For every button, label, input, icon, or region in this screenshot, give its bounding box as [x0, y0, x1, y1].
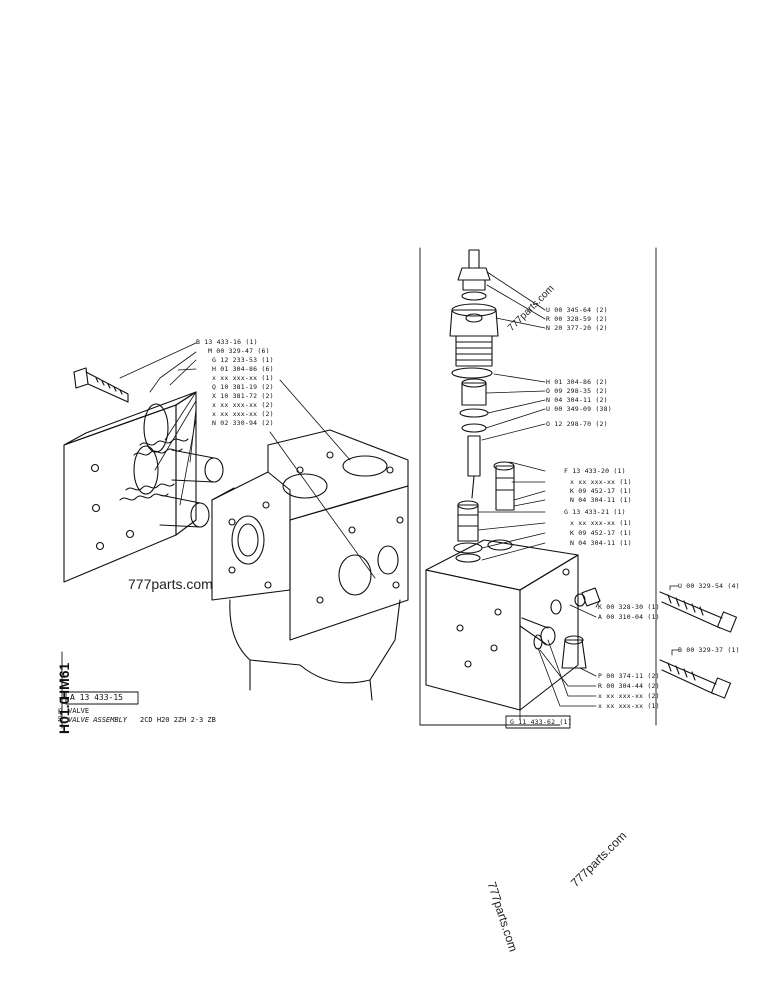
part-number: A 13 433-15	[70, 693, 123, 702]
callout-label: U 00 345-64 (2)	[546, 306, 608, 314]
callout-label: H 01 304-86 (2)	[546, 378, 608, 386]
callout-label: N 04 304-11 (1)	[570, 496, 632, 504]
callout-label: A 00 310-04 (1)	[598, 613, 660, 621]
callout-label: M 00 329-47 (6)	[208, 347, 270, 355]
callout-label: K 09 452-17 (1)	[570, 529, 632, 537]
callout-label: B 13 433-16 (1)	[196, 338, 258, 346]
callout-label: O 12 298-70 (2)	[546, 420, 608, 428]
callout-label: N 02 330-94 (2)	[212, 419, 274, 427]
callout-label: N 04 304-11 (2)	[546, 396, 608, 404]
drawing-title: VALVE	[68, 707, 90, 715]
bolt-left	[73, 367, 129, 403]
callout-label: K 09 452-17 (1)	[570, 487, 632, 495]
bottom-box-label: G 11 433-62 (1)	[510, 718, 572, 726]
callout-label: F 13 433-20 (1)	[564, 467, 626, 475]
callout-label: K 00 328-30 (1)	[598, 603, 660, 611]
callout-label: x xx xxx-xx (1)	[212, 374, 274, 382]
callout-label: N 04 304-11 (1)	[570, 539, 632, 547]
title-block-frame	[61, 651, 571, 729]
valve-stack	[449, 249, 515, 563]
callout-label: x xx xxx-xx (2)	[212, 401, 274, 409]
mounting-plate	[63, 391, 197, 583]
leader-lines-right	[477, 271, 679, 721]
callout-label: X 10 381-72 (2)	[212, 392, 274, 400]
callout-label: G 13 433-21 (1)	[564, 508, 626, 516]
watermark: 777parts.com	[128, 576, 213, 592]
bolts-right	[659, 591, 738, 699]
callout-label: Q 10 381-19 (2)	[212, 383, 274, 391]
callout-label: x xx xxx-xx (2)	[212, 410, 274, 418]
callout-label: O 09 298-35 (2)	[546, 387, 608, 395]
drawing-subtitle: VALVE ASSEMBLY	[68, 716, 128, 724]
callout-label: U 00 329-54 (4)	[678, 582, 740, 590]
model-spec: 2CD H20 2ZH 2-3 ZB	[140, 716, 216, 724]
callout-label: x xx xxx-xx (2)	[598, 692, 660, 700]
date-code: 10-85	[58, 707, 64, 722]
valve-body	[211, 429, 409, 701]
callout-label: R 00 328-59 (2)	[546, 315, 608, 323]
callout-label: U 00 349-09 (38)	[546, 405, 612, 413]
callout-label: H 01 304-86 (6)	[212, 365, 274, 373]
callout-label: N 20 377-20 (2)	[546, 324, 608, 332]
springs	[119, 403, 224, 528]
leader-lines-left	[119, 342, 376, 579]
callout-label: R 00 304-44 (2)	[598, 682, 660, 690]
callout-label: x xx xxx-xx (1)	[570, 519, 632, 527]
right-frame	[419, 247, 561, 726]
callout-label: x xx xxx-xx (1)	[570, 478, 632, 486]
callout-label: B 00 329-37 (1)	[678, 646, 740, 654]
callout-label: P 00 374-11 (2)	[598, 672, 660, 680]
callout-label: x xx xxx-xx (1)	[598, 702, 660, 710]
lower-block	[425, 539, 601, 711]
callout-label: G 12 233-53 (1)	[212, 356, 274, 364]
